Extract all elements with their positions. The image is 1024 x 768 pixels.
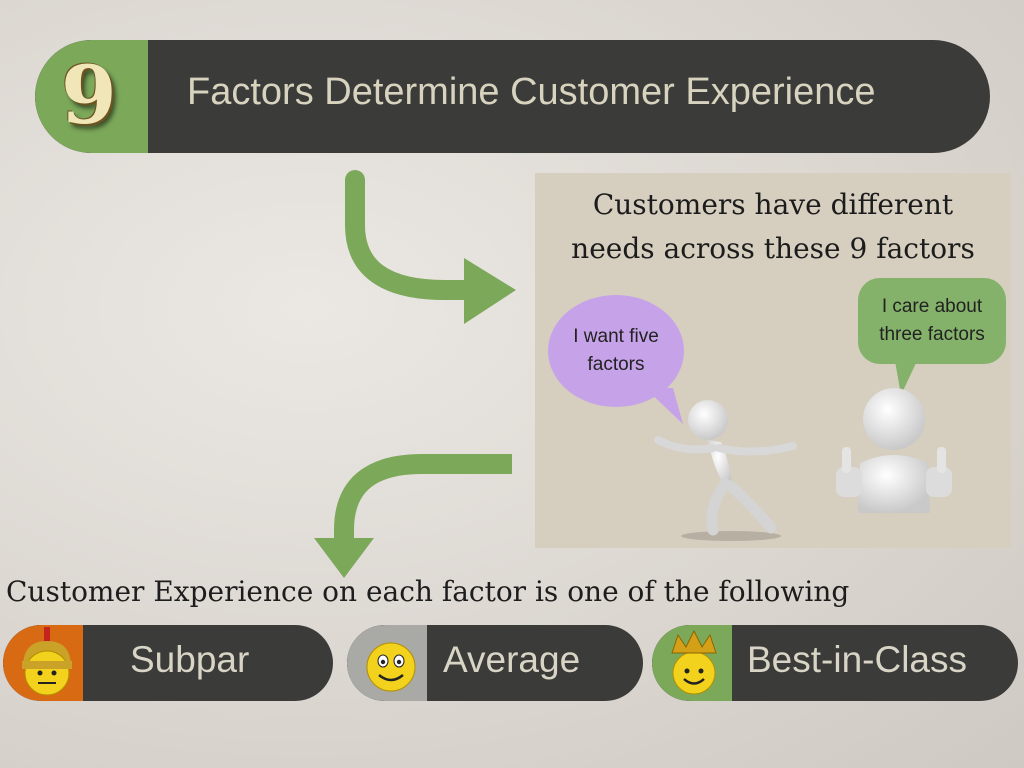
- title-banner: 9 Factors Determine Customer Experience: [35, 40, 990, 153]
- rating-intro-text: Customer Experience on each factor is on…: [6, 575, 850, 608]
- bubble-left-line-1: I want five: [573, 326, 659, 347]
- thumbs-up-figure-icon: [836, 388, 952, 513]
- rating-subpar-label: Subpar: [130, 639, 250, 680]
- panel-headline: Customers have different needs across th…: [535, 183, 1011, 271]
- rating-average-label: Average: [443, 639, 581, 680]
- curved-arrow-right-icon: [345, 170, 516, 324]
- curved-arrow-down-icon: [314, 454, 512, 578]
- rating-subpar: Subpar: [3, 625, 333, 701]
- bubble-tail-green: [895, 361, 917, 395]
- helmet-smiley-icon: [22, 627, 72, 696]
- page-title: Factors Determine Customer Experience: [187, 71, 876, 113]
- bubble-left-line-2: factors: [587, 354, 645, 375]
- shrugging-figure-icon: [654, 400, 797, 541]
- rating-best-label: Best-in-Class: [747, 639, 967, 680]
- smiley-icon: [366, 642, 416, 692]
- rating-best-in-class: Best-in-Class: [652, 625, 1018, 701]
- customer-needs-panel: Customers have different needs across th…: [535, 173, 1011, 548]
- bubble-right-line-1: I care about: [881, 296, 983, 317]
- number-badge: [35, 40, 148, 153]
- headline-line-1: Customers have different: [592, 188, 954, 221]
- number-nine-icon: 9: [61, 48, 117, 142]
- speech-bubble-three-factors: I care about three factors: [858, 278, 1006, 364]
- crown-smiley-icon: [671, 629, 717, 695]
- bubble-right-line-2: three factors: [879, 324, 985, 345]
- rating-average: Average: [347, 625, 643, 701]
- headline-line-2: needs across these 9 factors: [571, 232, 975, 265]
- bubble-tail-purple: [645, 388, 683, 424]
